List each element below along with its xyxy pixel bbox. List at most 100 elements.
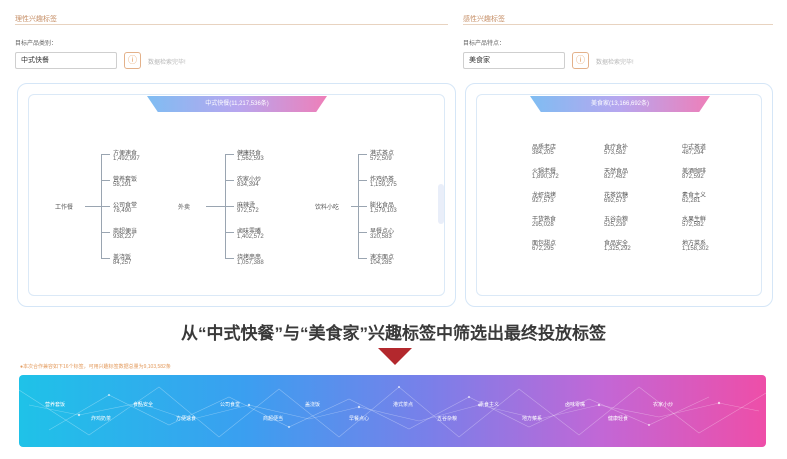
- tree-connector: [101, 180, 110, 181]
- tag-name[interactable]: 速冻面点: [370, 255, 395, 261]
- tag-count: 972,572: [237, 208, 259, 214]
- left-tag-panel: 中式快餐(11,217,536条): [17, 83, 456, 307]
- tree-connector: [225, 180, 234, 181]
- tag-name[interactable]: 素食主义: [682, 193, 707, 199]
- result-tag[interactable]: 商超便当: [263, 416, 284, 422]
- result-tag[interactable]: 健康轻食: [608, 416, 629, 422]
- left-panel-frame: [28, 94, 445, 296]
- tag-name[interactable]: 健康轻食: [237, 151, 262, 157]
- tag-name[interactable]: 五谷杂粮: [604, 217, 629, 223]
- info-icon[interactable]: ⓘ: [124, 52, 141, 69]
- left-field-label: 目标产品类别：: [15, 41, 58, 47]
- result-tag[interactable]: 炸鸡奶茶: [91, 416, 112, 422]
- tag-name[interactable]: 干货熟食: [532, 217, 557, 223]
- tag-count: 1,579,103: [370, 208, 397, 214]
- tag-name[interactable]: 水果生鲜: [682, 217, 707, 223]
- tag-count: 384,205: [532, 150, 554, 156]
- result-tag-band: 营养套饭炸鸡奶茶 食品安全方便速食 公司食堂商超便当 盖浇饭早餐点心 港式茶点五谷杂粮 素…: [19, 375, 766, 447]
- left-section-divider: [15, 24, 448, 25]
- right-panel-banner: 美食家(13,166,692条): [530, 96, 710, 112]
- tag-count: 1,159,275: [370, 182, 397, 188]
- right-field-label: 目标产品特点：: [463, 41, 506, 47]
- result-tag[interactable]: 食品安全: [133, 402, 154, 408]
- tag-name[interactable]: 炸鸡奶茶: [370, 177, 395, 183]
- tree-connector: [101, 232, 110, 233]
- tag-name[interactable]: 中式茶道: [682, 145, 707, 151]
- result-note: ●本次合作兼容如下16个标签，可用兴趣标签数据总量为9,103,582条: [20, 364, 171, 370]
- tag-count: 1,057,388: [237, 260, 264, 266]
- result-tag[interactable]: 卤味零嘴: [565, 402, 586, 408]
- tag-count: 525,239: [604, 222, 626, 228]
- tag-count: 84,257: [113, 260, 132, 266]
- tag-count: 58,291: [113, 182, 132, 188]
- tag-name[interactable]: 盖浇饭: [113, 255, 132, 261]
- tree-connector: [101, 258, 110, 259]
- tag-name[interactable]: 商超便当: [113, 229, 138, 235]
- tag-name[interactable]: 食品安全: [604, 241, 629, 247]
- tag-name[interactable]: 港式茶点: [370, 151, 395, 157]
- tree-connector: [101, 154, 110, 155]
- tag-name[interactable]: 膨化食品: [370, 203, 395, 209]
- tag-name[interactable]: 面包甜点: [532, 241, 557, 247]
- result-tag[interactable]: 地方菜系: [522, 416, 543, 422]
- right-tag-panel: 美食家(13,166,692条): [465, 83, 773, 307]
- tag-name[interactable]: 美酒咖啡: [682, 169, 707, 175]
- tag-name[interactable]: 龙虾烧烤: [532, 193, 557, 199]
- right-status-text: 数据检索完毕!: [596, 60, 634, 66]
- tag-count: 78,490: [113, 208, 132, 214]
- tag-name[interactable]: 早餐点心: [370, 229, 395, 235]
- tag-count: 320,583: [370, 234, 392, 240]
- tag-count: 1,158,302: [682, 246, 709, 252]
- tag-name[interactable]: 农家小炒: [237, 177, 262, 183]
- tag-count: 672,295: [532, 246, 554, 252]
- tag-name[interactable]: 方便速食: [113, 151, 138, 157]
- result-tag[interactable]: 营养套饭: [45, 402, 66, 408]
- product-category-input[interactable]: 中式快餐: [15, 52, 117, 69]
- result-tag[interactable]: 公司食堂: [220, 402, 241, 408]
- tag-name[interactable]: 品质老店: [532, 145, 557, 151]
- right-panel-frame: [476, 94, 762, 296]
- tree-connector: [358, 232, 367, 233]
- result-tag[interactable]: 方便速食: [176, 416, 197, 422]
- tag-count: 572,582: [682, 222, 704, 228]
- tag-count: 573,582: [604, 150, 626, 156]
- tag-count: 872,592: [682, 174, 704, 180]
- tag-count: 104,285: [370, 260, 392, 266]
- info-icon[interactable]: ⓘ: [572, 52, 589, 69]
- tree-root-label: 饮料小吃: [315, 205, 340, 211]
- tag-count: 295,028: [532, 222, 554, 228]
- left-scrollbar[interactable]: [438, 184, 444, 224]
- tag-name[interactable]: 卤味零嘴: [237, 229, 262, 235]
- tag-name[interactable]: 麻辣烫: [237, 203, 256, 209]
- left-panel-banner: 中式快餐(11,217,536条): [147, 96, 327, 112]
- result-tag[interactable]: 五谷杂粮: [437, 416, 458, 422]
- tag-name[interactable]: 食疗食补: [604, 145, 629, 151]
- result-tag[interactable]: 素食主义: [479, 402, 500, 408]
- tag-name[interactable]: 烧烤串串: [237, 255, 262, 261]
- result-tag[interactable]: 港式茶点: [393, 402, 414, 408]
- result-tag[interactable]: 早餐点心: [349, 416, 370, 422]
- tag-count: 487,294: [682, 150, 704, 156]
- headline: 从“中式快餐”与“美食家”兴趣标签中筛选出最终投放标签: [181, 324, 606, 343]
- tag-name[interactable]: 火锅老餐: [532, 169, 557, 175]
- tag-count: 692,573: [604, 198, 626, 204]
- result-tag[interactable]: 盖浇饭: [305, 402, 321, 408]
- tag-name[interactable]: 花茶饮糖: [604, 193, 629, 199]
- tag-count: 938,227: [113, 234, 135, 240]
- tag-name[interactable]: 地方菜系: [682, 241, 707, 247]
- tag-count: 827,482: [604, 174, 626, 180]
- tree-connector: [85, 206, 101, 207]
- tree-connector: [225, 154, 234, 155]
- tree-connector: [101, 206, 110, 207]
- tag-name[interactable]: 天然食品: [604, 169, 629, 175]
- tag-name[interactable]: 公司食堂: [113, 203, 138, 209]
- tag-name[interactable]: 营养套饭: [113, 177, 138, 183]
- tree-connector: [358, 258, 367, 259]
- result-tag[interactable]: 农家小炒: [653, 402, 674, 408]
- tree-connector: [358, 154, 367, 155]
- product-feature-input[interactable]: 美食家: [463, 52, 565, 69]
- right-section-title: 感性兴趣标签: [463, 16, 505, 23]
- tag-count: 1,562,593: [237, 156, 264, 162]
- tree-connector: [206, 206, 225, 207]
- tree-connector: [358, 180, 367, 181]
